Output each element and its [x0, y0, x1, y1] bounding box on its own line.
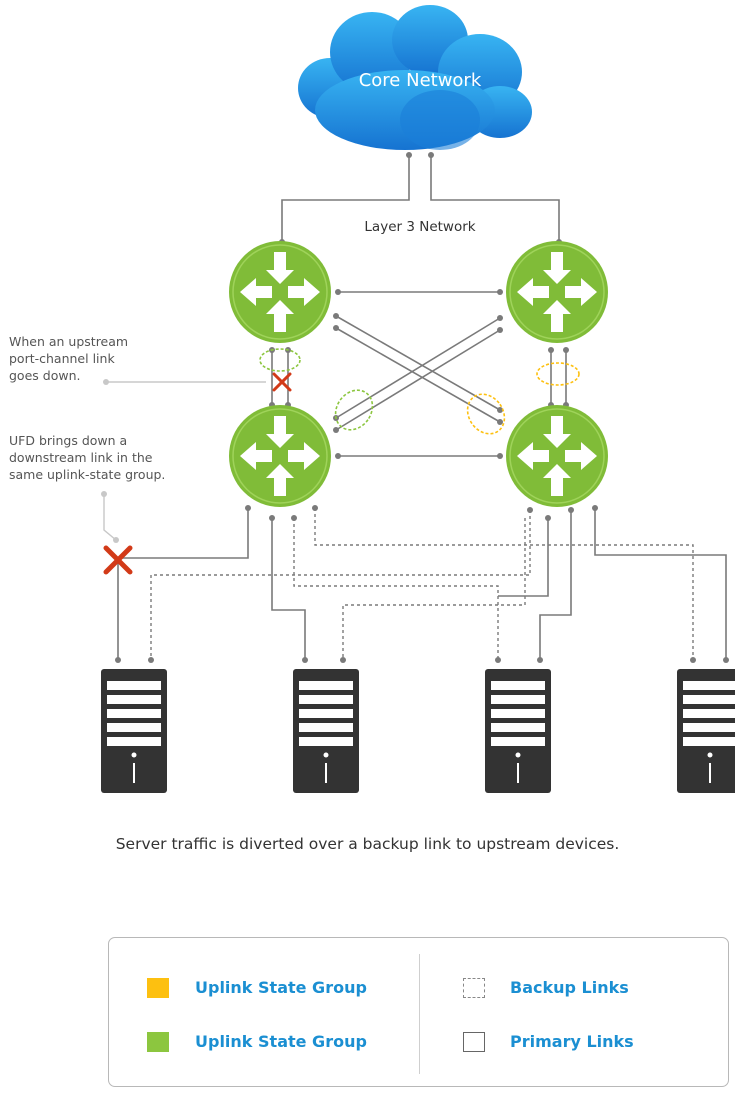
legend: Uplink State Group Uplink State Group Ba… — [108, 937, 729, 1087]
annotation-ufd-downstream: UFD brings down a downstream link in the… — [9, 433, 166, 482]
legend-label-uplink-yellow: Uplink State Group — [195, 978, 367, 997]
server-2 — [293, 669, 359, 793]
core-network-cloud: Core Network — [298, 5, 532, 150]
green-group-marker-left — [259, 348, 301, 372]
server-3 — [485, 669, 551, 793]
legend-swatch-primary-links — [463, 1032, 485, 1052]
legend-label-backup-links: Backup Links — [510, 978, 629, 997]
diagram-caption: Server traffic is diverted over a backup… — [115, 835, 620, 853]
router-bottom-left — [228, 404, 332, 508]
legend-divider — [419, 954, 420, 1074]
uplink-right — [430, 155, 560, 242]
legend-swatch-backup-links — [463, 978, 485, 998]
yellow-group-marker-right — [536, 362, 580, 386]
router-bottom-right — [505, 404, 609, 508]
uplink-left — [281, 155, 410, 242]
legend-swatch-green — [147, 1032, 169, 1052]
server-1 — [101, 669, 167, 793]
green-group-marker-cross — [334, 389, 374, 431]
primary-links — [117, 155, 727, 660]
uplink-state-group-markers — [259, 348, 580, 435]
legend-swatch-yellow — [147, 978, 169, 998]
legend-label-uplink-green: Uplink State Group — [195, 1032, 367, 1051]
layer3-network-label: Layer 3 Network — [364, 219, 475, 235]
annotation-leaders — [101, 379, 266, 543]
annotation-port-channel-down: When an upstream port-channel link goes … — [9, 334, 129, 383]
backup-links — [150, 508, 694, 660]
downstream-link-failure-icon — [103, 545, 133, 575]
legend-label-primary-links: Primary Links — [510, 1032, 634, 1051]
yellow-group-marker-cross — [466, 393, 506, 435]
cloud-label: Core Network — [359, 70, 482, 91]
server-4 — [677, 669, 735, 793]
port-channel-failure-icon — [272, 372, 292, 392]
router-top-left — [228, 240, 332, 344]
router-top-right — [505, 240, 609, 344]
